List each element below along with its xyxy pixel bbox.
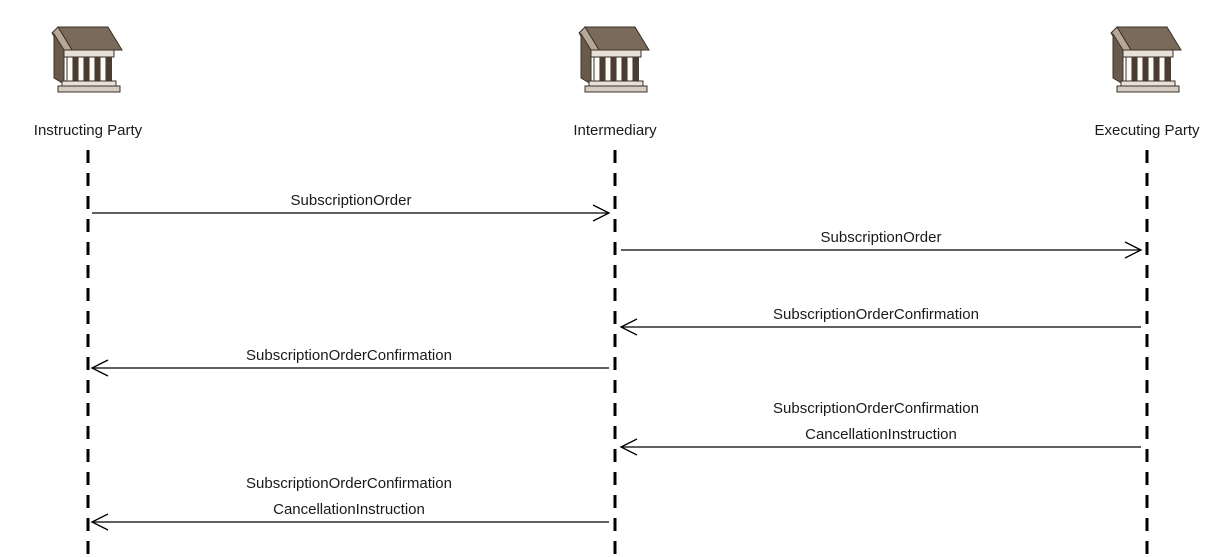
- message-label: SubscriptionOrderConfirmation: [246, 347, 452, 364]
- bank-building-icon: [1110, 26, 1182, 93]
- message-label: SubscriptionOrder: [821, 229, 942, 246]
- party-instructing: Instructing Party: [34, 26, 143, 557]
- party-label-instructing: Instructing Party: [34, 122, 143, 139]
- party-label-executing: Executing Party: [1094, 122, 1200, 139]
- message-subscription-order-1: SubscriptionOrder: [92, 192, 610, 222]
- message-label-line-2: CancellationInstruction: [805, 426, 957, 443]
- message-cancellation-1: SubscriptionOrderConfirmation Cancellati…: [620, 400, 1141, 456]
- message-subscription-order-2: SubscriptionOrder: [621, 229, 1142, 259]
- message-cancellation-2: SubscriptionOrderConfirmation Cancellati…: [91, 475, 609, 531]
- message-confirmation-1: SubscriptionOrderConfirmation: [620, 306, 1141, 336]
- message-label-line-2: CancellationInstruction: [273, 501, 425, 518]
- message-label: SubscriptionOrderConfirmation: [773, 306, 979, 323]
- message-label: SubscriptionOrder: [291, 192, 412, 209]
- party-intermediary: Intermediary: [573, 26, 657, 557]
- bank-building-icon: [578, 26, 650, 93]
- bank-building-icon: [51, 26, 123, 93]
- party-label-intermediary: Intermediary: [573, 122, 657, 139]
- message-label-line-1: SubscriptionOrderConfirmation: [246, 475, 452, 492]
- message-label-line-1: SubscriptionOrderConfirmation: [773, 400, 979, 417]
- message-confirmation-2: SubscriptionOrderConfirmation: [91, 347, 609, 377]
- party-executing: Executing Party: [1094, 26, 1200, 557]
